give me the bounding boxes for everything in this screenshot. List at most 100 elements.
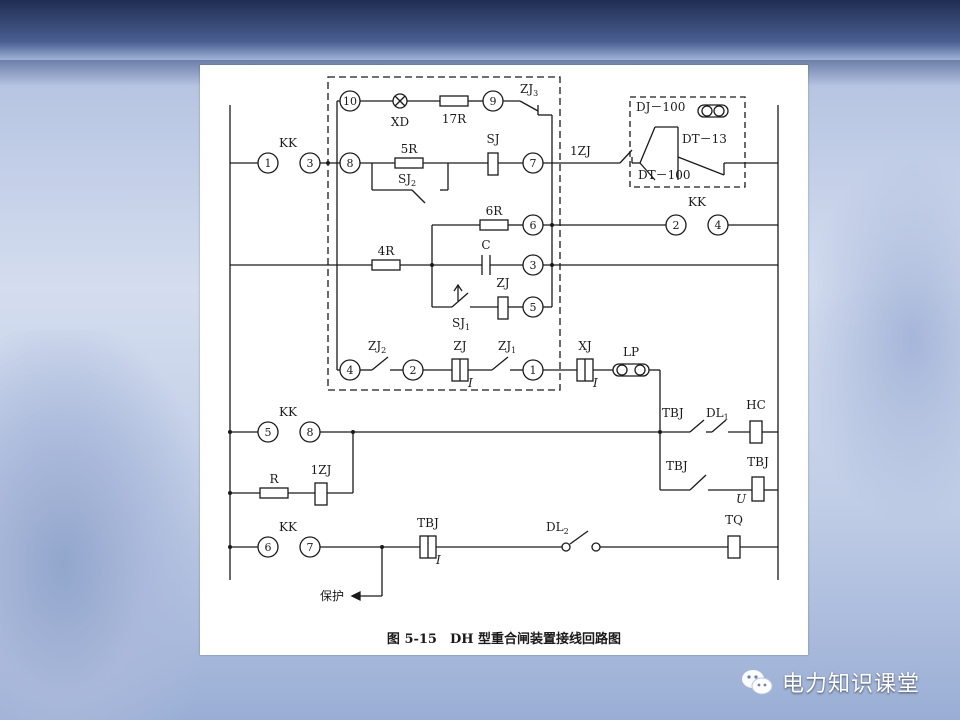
junction <box>550 223 554 227</box>
label-zj3: ZJ3 <box>520 82 538 98</box>
contact-dt <box>677 156 725 176</box>
label-dl2: DL2 <box>546 520 569 536</box>
terminal-10-label: 10 <box>343 95 357 108</box>
closing-coil-hc <box>749 420 763 444</box>
kk-terminal-6-label: 6 <box>265 541 272 554</box>
junction <box>228 545 232 549</box>
circuit-diagram: 10 XD 17R 9 ZJ3 1 3 KK 8 5R SJ 7 1ZJ SJ2… <box>228 76 779 647</box>
contact-dl1 <box>711 419 727 433</box>
background-great-wall-decoration <box>0 330 210 720</box>
label-zj-coil: ZJ <box>496 276 509 290</box>
label-i-1: I <box>467 376 473 390</box>
contact-tbj-1 <box>689 419 705 433</box>
relay-coil-zj <box>497 296 509 320</box>
kk-terminal-7-label: 7 <box>307 541 314 554</box>
lamp-cross <box>394 95 406 107</box>
kk-terminal-1-label: 1 <box>265 157 272 170</box>
coil-loop <box>713 105 725 117</box>
link-lp-loop <box>634 364 646 376</box>
kk-terminal-5 <box>257 421 279 443</box>
label-kk-4: KK <box>279 520 298 534</box>
terminal-2-label: 2 <box>410 364 417 377</box>
dj100-box <box>629 96 746 188</box>
contact-sj1 <box>451 292 469 308</box>
label-sj: SJ <box>486 132 499 146</box>
label-i-2: I <box>592 376 598 390</box>
label-hc: HC <box>746 398 766 412</box>
contact-zj3 <box>519 100 539 112</box>
label-c: C <box>481 238 490 252</box>
junction <box>228 491 232 495</box>
kk-terminal-3-label: 3 <box>307 157 314 170</box>
coil-loop <box>701 105 713 117</box>
wire <box>639 126 656 164</box>
label-xd: XD <box>391 115 409 129</box>
figure-caption: 图 5-15 DH 型重合闸装置接线回路图 <box>387 631 621 647</box>
junction <box>228 430 232 434</box>
label-tq: TQ <box>725 513 743 527</box>
resistor-r <box>259 487 289 499</box>
resistor-6r <box>479 219 509 231</box>
terminal-4-label: 4 <box>347 364 354 377</box>
kk-terminal-6 <box>257 536 279 558</box>
watermark-text: 电力知识课堂 <box>782 672 921 697</box>
terminal-7-label: 7 <box>530 157 537 170</box>
link-lp-loop <box>616 364 628 376</box>
wechat-icon <box>740 667 774 697</box>
relay-coil-tbj-u <box>751 476 765 502</box>
kk-terminal-1 <box>257 152 279 174</box>
label-sj1: SJ1 <box>452 316 470 332</box>
terminal-6-label: 6 <box>530 219 537 232</box>
label-tbj-3: TBJ <box>747 455 769 469</box>
label-lp: LP <box>623 345 639 359</box>
label-dj100: DJ－100 <box>636 100 685 114</box>
label-dt13: DT－13 <box>682 132 727 146</box>
label-1zj: 1ZJ <box>570 144 591 158</box>
terminal-3-label: 3 <box>530 259 537 272</box>
diagram-panel: 10 XD 17R 9 ZJ3 1 3 KK 8 5R SJ 7 1ZJ SJ2… <box>200 65 808 655</box>
arrow-head-icon <box>350 590 361 602</box>
kk-terminal-8-label: 8 <box>307 426 314 439</box>
label-kk-2: KK <box>688 195 707 209</box>
label-6r: 6R <box>486 204 504 218</box>
wire <box>639 162 656 181</box>
label-xj: XJ <box>578 339 592 353</box>
label-17r: 17R <box>442 112 467 126</box>
label-4r: 4R <box>378 244 396 258</box>
terminal-5-label: 5 <box>530 301 537 314</box>
dh-device-box <box>327 76 561 391</box>
label-zj2: ZJ2 <box>368 339 386 355</box>
label-kk-1: KK <box>279 136 298 150</box>
junction <box>326 161 330 165</box>
label-tbj-1: TBJ <box>662 406 684 420</box>
label-kk-3: KK <box>279 405 298 419</box>
label-5r: 5R <box>401 142 419 156</box>
trip-coil-tq <box>727 535 741 559</box>
kk-terminal-5-label: 5 <box>265 426 272 439</box>
label-dt100: DT－100 <box>638 168 691 182</box>
label-dl1: DL1 <box>706 406 729 422</box>
contact-dl2-right <box>591 542 601 552</box>
time-delay-icon <box>453 283 463 301</box>
relay-coil-1zj <box>314 482 328 506</box>
contact-dl2 <box>569 530 589 545</box>
label-u: U <box>736 492 747 506</box>
kk-terminal-4-label: 4 <box>715 219 722 232</box>
resistor-5r <box>394 157 424 169</box>
contact-sj2 <box>411 189 426 204</box>
watermark: 电力知识课堂 <box>740 662 940 702</box>
contact-tbj-2 <box>689 474 707 491</box>
label-zj1: ZJ1 <box>498 339 516 355</box>
terminal-8-label: 8 <box>347 157 354 170</box>
contact-zj1 <box>491 356 509 371</box>
kk-terminal-2 <box>665 214 687 236</box>
label-1zj-coil: 1ZJ <box>311 463 332 477</box>
terminal-9-label: 9 <box>490 95 497 108</box>
label-protection: 保护 <box>320 589 344 603</box>
contact-dl2-left <box>561 542 571 552</box>
terminal-1-label: 1 <box>530 364 537 377</box>
label-sj2: SJ2 <box>398 172 416 188</box>
dj100-coil-icon <box>697 104 729 118</box>
label-tbj-4: TBJ <box>417 516 439 530</box>
kk-terminal-2-label: 2 <box>673 219 680 232</box>
